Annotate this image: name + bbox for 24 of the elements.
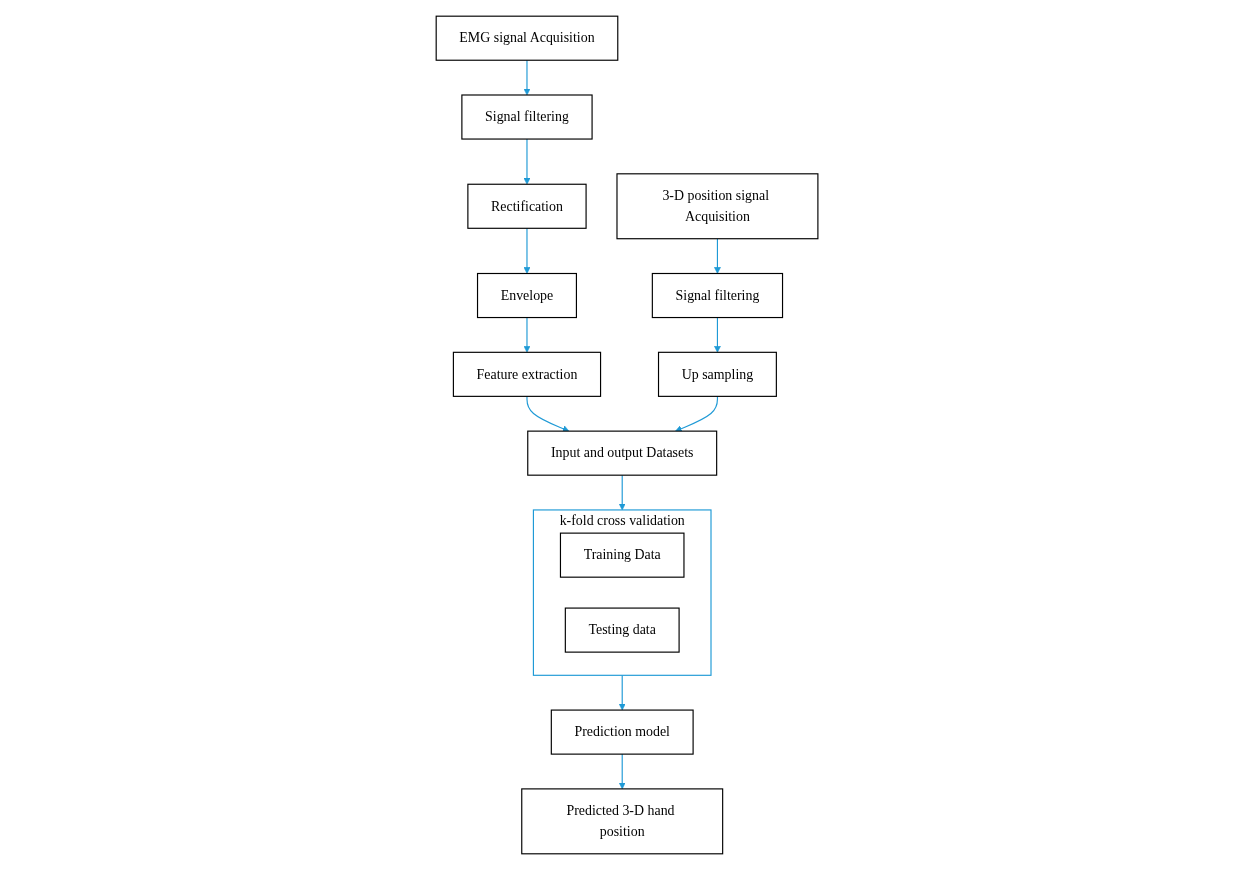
arrow	[524, 227, 531, 274]
node-box: Feature extraction	[453, 351, 602, 397]
arrow	[619, 674, 627, 711]
node-box: Signal filtering	[652, 272, 784, 319]
node-box: Up sampling	[658, 351, 778, 397]
node-box: EMG signal Acquisition	[436, 15, 619, 61]
arrow	[524, 138, 531, 185]
node-box: Predicted 3-D hand position	[521, 788, 724, 855]
arrow	[714, 238, 722, 274]
arrow	[714, 316, 722, 353]
node-box: Rectification	[467, 183, 588, 229]
node-box: Training Data	[560, 532, 685, 578]
arrow	[619, 753, 627, 790]
node-box: Prediction model	[551, 709, 695, 755]
node-box: Signal filtering	[461, 94, 594, 140]
arrow	[524, 59, 531, 96]
node-box: 3-D position signal Acquisition	[616, 173, 819, 240]
node-box: Envelope	[477, 272, 578, 319]
node-box: Testing data	[565, 607, 681, 653]
arrow	[675, 395, 719, 432]
node-box: Input and output Datasets	[527, 430, 718, 476]
arrow	[526, 395, 570, 432]
arrow	[524, 316, 531, 353]
arrow	[619, 474, 627, 511]
